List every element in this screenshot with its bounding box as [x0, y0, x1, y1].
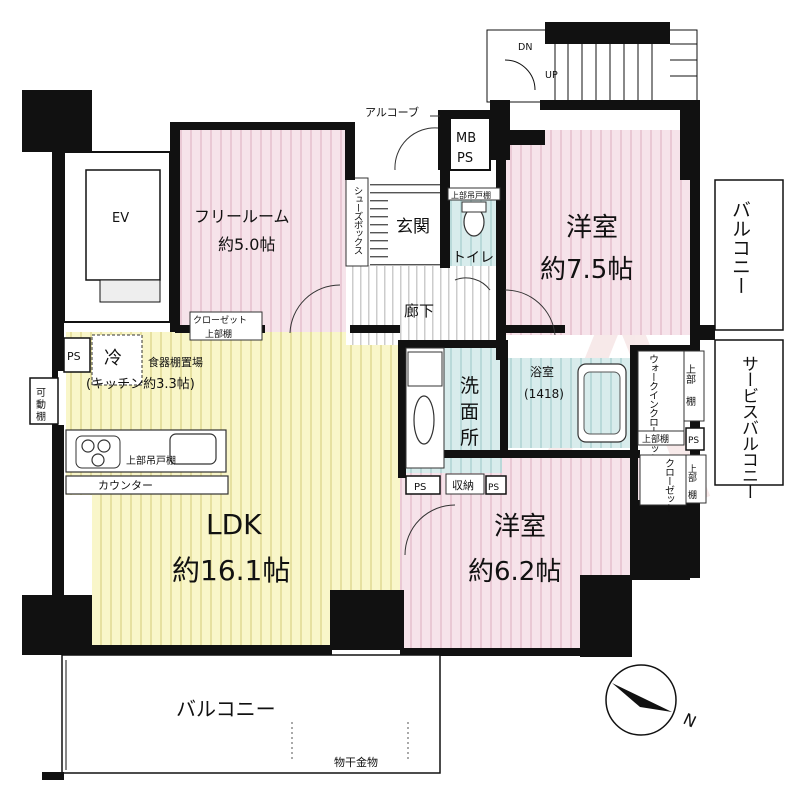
free-room-closet — [189, 311, 263, 341]
ps-wash-left-label: PS — [414, 482, 426, 493]
washroom-label-1: 洗 — [460, 375, 479, 397]
balcony-bottom-label: バルコニー — [176, 697, 276, 721]
walk-in-closet-label: ウォークインクローゼット — [647, 354, 659, 462]
ev-label: EV — [112, 211, 129, 226]
closet-right-shelf-label-1: 上部 — [686, 464, 697, 483]
ps-wash-right-label: PS — [488, 483, 499, 493]
service-balcony — [714, 339, 784, 486]
movable-shelf-label-1: 可 — [36, 388, 46, 399]
ldk-floor — [66, 332, 400, 648]
clothes-hanger-label: 物干金物 — [334, 755, 378, 769]
stove-panel — [75, 435, 121, 469]
alcove-door-arc — [394, 127, 439, 171]
toilet-tank — [461, 201, 487, 213]
movable-shelf-label-3: 棚 — [36, 410, 46, 423]
stairs-dn-label: DN — [518, 42, 532, 53]
dish-shelf-label: 食器棚置場 — [148, 355, 203, 369]
bath-name: 浴室 — [530, 364, 554, 379]
washroom-label-2: 面 — [460, 401, 479, 423]
storage — [445, 473, 485, 495]
shoes-box-label: シューズボックス — [352, 186, 364, 255]
counter-label: カウンター — [98, 479, 153, 492]
ps-kitchen-label: PS — [67, 350, 81, 363]
ps-kitchen — [63, 337, 91, 373]
washbasin — [413, 395, 435, 445]
balcony-right-label: バルコニー — [729, 200, 751, 295]
ps-wash-right — [485, 475, 507, 495]
counter-bar — [65, 475, 229, 495]
shoes-box — [345, 177, 369, 267]
bathtub-inner — [583, 371, 621, 435]
corridor-door-arc-3 — [454, 277, 491, 291]
ldk-name: LDK — [206, 508, 262, 541]
wic-shelf-strip — [637, 430, 685, 446]
mb-ps-box — [449, 117, 491, 171]
walk-in-closet — [637, 350, 685, 432]
movable-shelf-label-2: 動 — [36, 398, 46, 411]
balcony-right — [714, 179, 784, 331]
movable-shelf — [29, 377, 59, 425]
ev-car — [85, 169, 161, 281]
balcony-bottom — [61, 654, 441, 774]
kitchen-upper-shelf-label: 上部吊戸棚 — [126, 454, 176, 467]
service-balcony-label: サービスバルコニー — [738, 355, 758, 499]
western-room-1-floor — [502, 130, 700, 335]
toilet-upper-shelf — [447, 187, 501, 201]
mb-ps-label: PS — [457, 151, 473, 166]
ev-door — [99, 279, 161, 303]
corridor-door-arc-1 — [289, 284, 341, 334]
western-room-1-name: 洋室 — [566, 213, 618, 243]
bath-size: (1418) — [524, 387, 564, 401]
corridor-door-arc-2 — [504, 289, 556, 336]
wic-upper-shelf — [683, 350, 705, 422]
western-room-2-size: 約6.2帖 — [468, 557, 561, 587]
western-room-2-name: 洋室 — [494, 512, 546, 542]
ps-right-1 — [685, 427, 705, 451]
free-room-closet-shelf: 上部棚 — [205, 328, 232, 340]
north-label: N — [680, 709, 699, 731]
kitchen-sink — [169, 433, 217, 465]
washing-machine — [407, 351, 443, 387]
closet-right-shelf-label-2: 棚 — [686, 489, 697, 500]
stove-burner-3 — [91, 453, 105, 467]
staircase — [486, 29, 698, 103]
western-room-2-door-arc — [404, 504, 456, 556]
entrance-label: 玄関 — [396, 217, 430, 237]
corridor-label: 廊下 — [404, 302, 434, 320]
toilet-upper-shelf-label: 上部吊戸棚 — [451, 190, 491, 200]
kitchen-label: (キッチン約3.3帖) — [86, 377, 195, 392]
toilet-label: トイレ — [452, 250, 494, 266]
ps-wash-left — [405, 475, 441, 495]
refrigerator-space — [91, 334, 143, 386]
storage-label: 収納 — [452, 479, 474, 492]
free-room-name: フリールーム — [194, 207, 290, 226]
north-compass: N — [605, 664, 699, 736]
washroom-label-3: 所 — [460, 427, 479, 449]
closet-right-label: クローゼット — [663, 458, 675, 512]
closet-right-shelf — [685, 454, 707, 504]
alcove-label: アルコーブ — [365, 105, 419, 119]
stove-burner-2 — [97, 439, 111, 453]
wic-upper-label-1: 上部 — [684, 364, 696, 385]
stairs-up-label: UP — [545, 70, 558, 81]
wic-upper-label-2: 棚 — [684, 395, 696, 407]
mb-label: MB — [456, 131, 476, 146]
free-room-closet-label: クローゼット — [193, 314, 247, 326]
ldk-size: 約16.1帖 — [172, 554, 290, 587]
entrance-inner — [388, 196, 444, 260]
stove-burner-1 — [81, 439, 95, 453]
free-room-size: 約5.0帖 — [218, 235, 275, 254]
refrigerator-label: 冷 — [104, 348, 122, 369]
wic-shelf-strip-label: 上部棚 — [642, 433, 669, 445]
free-room-floor — [178, 127, 346, 332]
walls — [22, 22, 715, 657]
closet-right — [639, 454, 687, 506]
ps-right-1-label: PS — [688, 436, 699, 446]
western-room-1-size: 約7.5帖 — [540, 255, 633, 285]
